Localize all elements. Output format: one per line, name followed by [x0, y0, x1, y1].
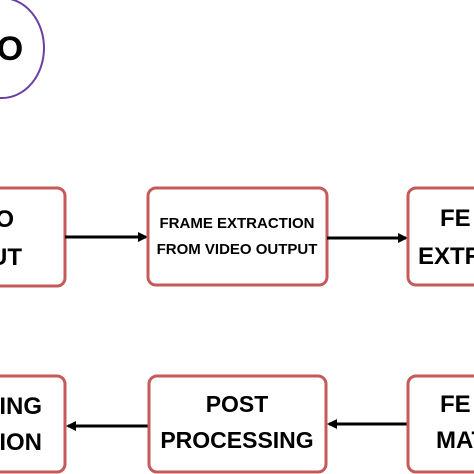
output-box: ING ION: [0, 374, 67, 474]
feature-extraction-rect: [406, 186, 474, 287]
feature-matching-line1: FE: [440, 391, 471, 418]
video-input-line1: O: [0, 206, 14, 233]
post-processing-line1: POST: [206, 391, 269, 417]
feature-extraction-box: FE EXTR: [406, 186, 474, 287]
start-label: O: [0, 30, 23, 68]
video-input-box: O UT: [0, 186, 67, 288]
post-processing-box: POST PROCESSING: [147, 374, 328, 474]
feature-matching-line2: MAT: [436, 427, 474, 454]
output-line2: ION: [0, 429, 42, 456]
start-ellipse: [0, 0, 45, 99]
post-processing-line2: PROCESSING: [160, 427, 313, 453]
feature-matching-rect: [406, 374, 474, 474]
feature-matching-box: FE MAT: [406, 374, 474, 474]
frame-extraction-rect: [146, 186, 329, 287]
feature-extraction-line1: FE: [440, 205, 471, 232]
feature-extraction-line2: EXTR: [418, 243, 474, 270]
video-input-rect: [0, 186, 67, 288]
video-input-line2: UT: [0, 244, 22, 271]
output-line1: ING: [0, 393, 42, 420]
frame-extraction-box: FRAME EXTRACTION FROM VIDEO OUTPUT: [146, 186, 329, 287]
output-rect: [0, 374, 67, 474]
start-node: O: [0, 0, 45, 99]
frame-extraction-line2: FROM VIDEO OUTPUT: [157, 241, 318, 258]
frame-extraction-line1: FRAME EXTRACTION: [160, 215, 315, 232]
post-processing-rect: [147, 374, 328, 474]
